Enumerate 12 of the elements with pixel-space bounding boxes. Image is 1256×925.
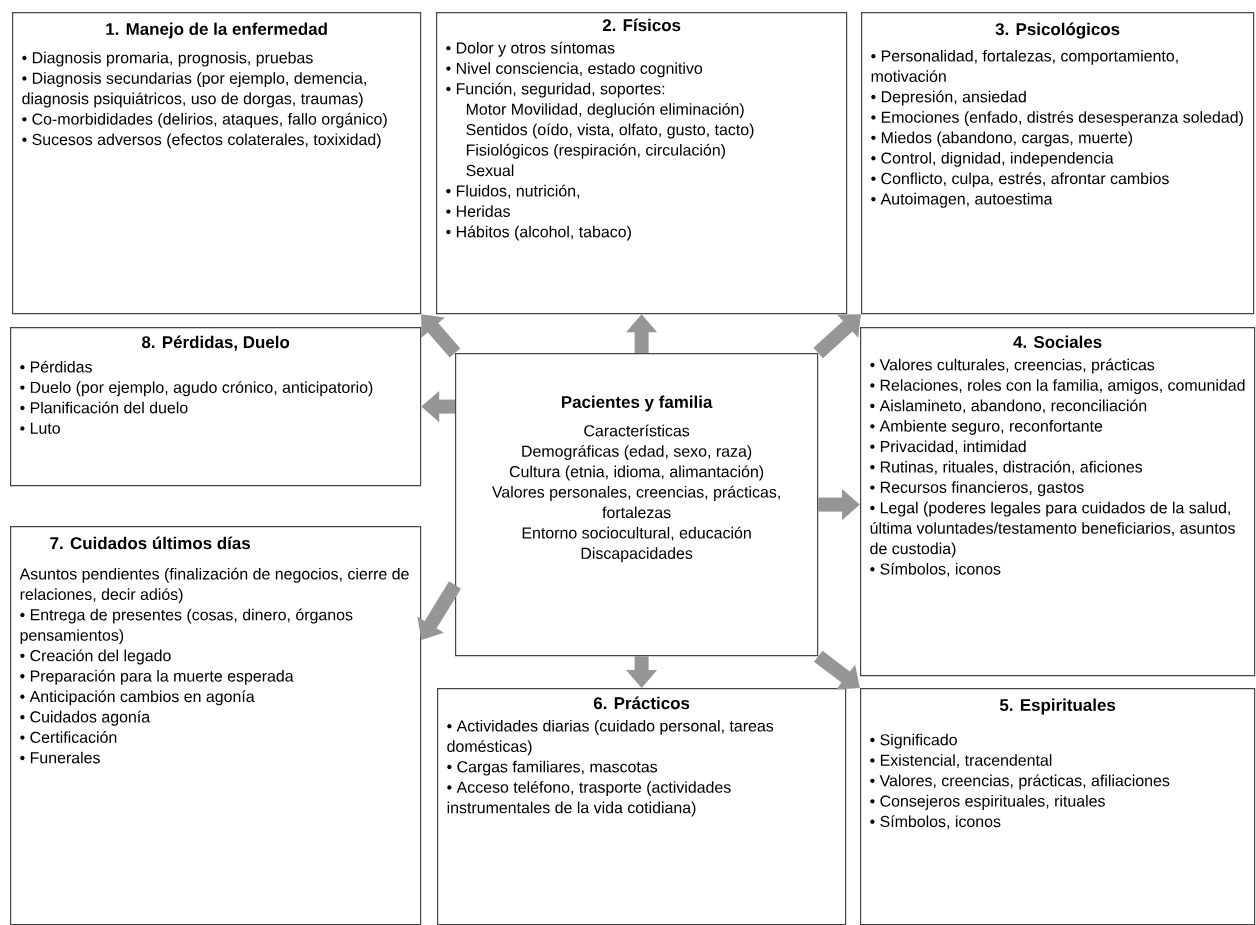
category-box: 8. Pérdidas, Duelo • Pérdidas • Duelo (por ejemplo, agudo crónico, anticipatorio) • Planificación del duelo • Luto: [10, 327, 422, 487]
center-box: Pacientes y familia Características Demográficas (edad, sexo, raza) Cultura (etnia, idioma, alimantación) Valores personales, creencias, prácticas, fortalezas Entorno sociocultural, educación Discapacidades: [455, 353, 819, 657]
category-box: 4. Sociales • Valores culturales, creencias, prácticas • Relaciones, roles con la familia, amigos, comunidad • Aislamineto, abandono, reconciliación • Ambiente seguro, reconfortante • Privacidad, intimidad • Rutinas, rituales, distración, aficiones • Recursos financieros, gastos • Legal (poderes legales para cuidados de la salud, última voluntades/testamento beneficiarios, asuntos de custodia) • Símbolos, iconos: [860, 327, 1256, 677]
category-box: 7. Cuidados últimos días Asuntos pendientes (finalización de negocios, cierre de relaciones, decir adiós) • Entrega de presentes (cosas, dinero, órganos pensamientos) • Creación del legado • Preparación para la muerte esperada • Anticipación cambios en agonía • Cuidados agonía • Certificación • Funerales: [10, 526, 422, 925]
block-arrow: [421, 314, 461, 358]
category-box: 6. Prácticos • Actividades diarias (cuidado personal, tareas domésticas) • Cargas familiares, mascotas • Acceso teléfono, trasporte (actividades instrumentales de la vida cotidiana): [437, 688, 847, 925]
block-arrow: [813, 650, 860, 690]
category-box: 2. Físicos • Dolor y otros síntomas • Nivel consciencia, estado cognitivo • Función, seguridad, soportes: Motor Movilidad, deglución eliminación) Sentidos (oído, vista, olfato, gusto, tacto) Fisiológicos (respiración, circulación) Sexual • Fluidos, nutrición, • Heridas • Hábitos (alcohol, tabaco): [436, 12, 848, 315]
category-box: 1. Manejo de la enfermedad • Diagnosis promaria, prognosis, pruebas • Diagnosis secundarias (por ejemplo, demencia, diagnosis psiquiátricos, uso de dorgas, traumas) • Co-morbididades (delirios, ataques, fallo orgánico) • Sucesos adversos (efectos colaterales, toxixidad): [12, 12, 422, 315]
category-box: 3. Psicológicos • Personalidad, fortalezas, comportamiento, motivación • Depresión, ansiedad • Emociones (enfado, distrés desesperanza soledad) • Miedos (abandono, cargas, muerte) • Control, dignidad, independencia • Conflicto, culpa, estrés, afrontar cambios • Autoimagen, autoestima: [861, 12, 1255, 315]
block-arrow: [813, 314, 861, 359]
category-box: 5. Espirituales • Significado • Existencial, tracendental • Valores, creencias, prácticas, afiliaciones • Consejeros espirituales, rituales • Símbolos, iconos: [860, 688, 1256, 925]
